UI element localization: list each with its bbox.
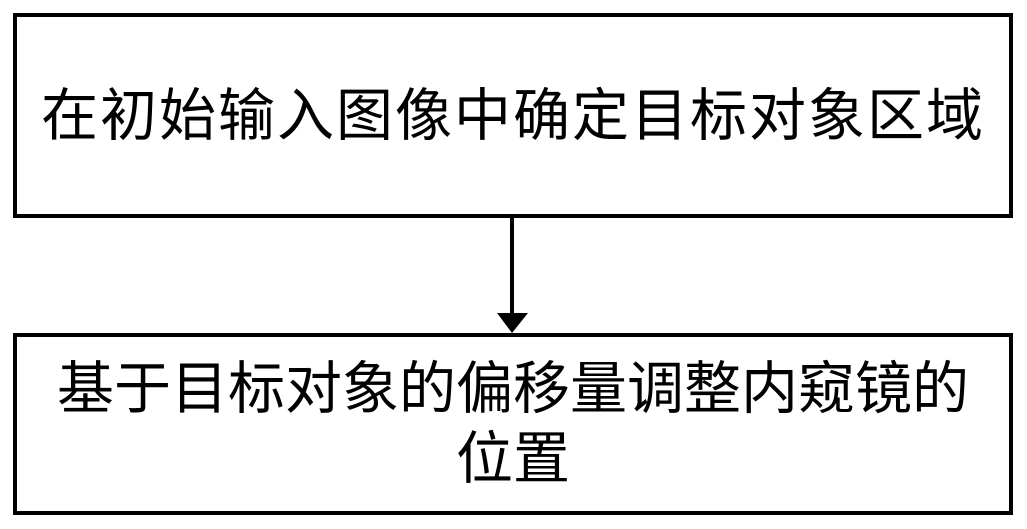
- flowchart-node-step-1-label: 在初始输入图像中确定目标对象区域: [41, 82, 985, 149]
- arrow-stem: [510, 216, 514, 316]
- flowchart-node-step-2: 基于目标对象的偏移量调整内窥镜的位置: [13, 333, 1013, 515]
- flowchart-node-step-2-label: 基于目标对象的偏移量调整内窥镜的位置: [57, 356, 969, 492]
- flowchart-node-step-1: 在初始输入图像中确定目标对象区域: [13, 13, 1013, 218]
- flowchart-arrow-step1-to-step2: [497, 216, 528, 334]
- arrow-head-icon: [497, 313, 528, 333]
